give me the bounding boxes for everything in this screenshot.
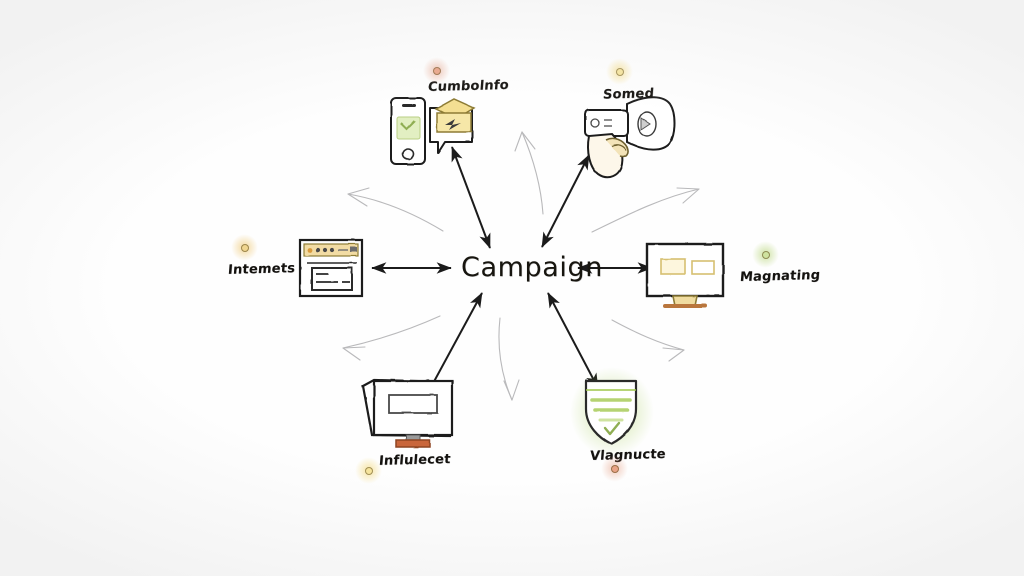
node-label-influence: Influlecet <box>378 452 452 469</box>
badge-sound <box>606 58 633 85</box>
shield-icon <box>570 367 654 457</box>
smartphone-message-icon <box>390 97 476 165</box>
flow-arc-top <box>514 131 544 215</box>
browser-window-icon <box>298 238 364 298</box>
megaphone-icon <box>584 96 676 179</box>
flow-arc-lower-right <box>611 319 685 362</box>
connector-top-left <box>451 146 491 249</box>
badge-interests <box>231 234 258 261</box>
connector-top-right <box>541 154 590 248</box>
flow-arc-bottom <box>498 317 520 401</box>
flow-arc-upper-right <box>591 187 700 233</box>
monitor-screen-icon <box>645 242 725 308</box>
connector-bottom-right <box>547 292 599 389</box>
badge-magazine <box>752 241 779 268</box>
node-label-interests: Intemets <box>227 261 296 278</box>
flow-arc-upper-left <box>347 187 444 232</box>
badge-vignette <box>601 455 628 482</box>
monitor-stand-icon <box>361 378 454 448</box>
node-label-vignette: Vlagnucte <box>589 447 667 464</box>
node-label-sound: Somed <box>602 86 655 103</box>
center-node-label: Campaign <box>461 252 603 283</box>
badge-influence <box>355 457 382 484</box>
flow-arc-lower-left <box>342 315 441 361</box>
flow-arc-group <box>342 131 700 401</box>
node-label-magazine: Magnating <box>739 267 821 286</box>
badge-contacts <box>423 57 450 84</box>
